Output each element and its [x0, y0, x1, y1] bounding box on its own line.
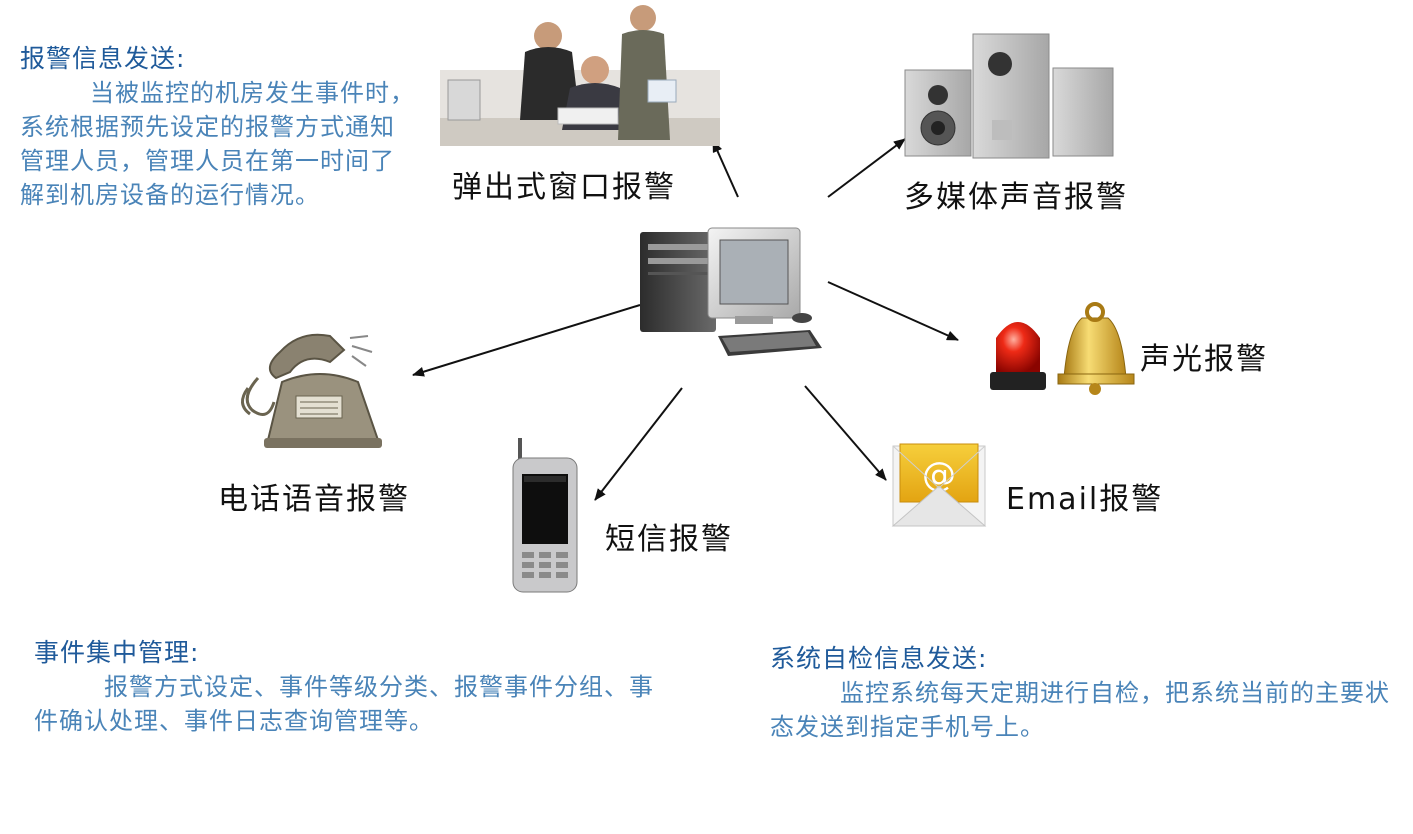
computer-icon	[640, 227, 822, 356]
alarm-info-block: 报警信息发送: 当被监控的机房发生事件时，系统根据预先设定的报警方式通知管理人员…	[20, 42, 415, 212]
arrows	[412, 138, 959, 501]
self-check-block: 系统自检信息发送: 监控系统每天定期进行自检，把系统当前的主要状态发送到指定手机…	[770, 642, 1390, 744]
email-alarm-label: Email报警	[1006, 482, 1164, 517]
arrow-to-multimedia	[827, 138, 906, 198]
event-mgmt-body: 报警方式设定、事件等级分类、报警事件分组、事件确认处理、事件日志查询管理等。	[34, 673, 654, 735]
self-check-title: 系统自检信息发送:	[770, 644, 988, 673]
mobile-phone-icon	[512, 438, 578, 593]
phone-alarm-label: 电话语音报警	[218, 482, 410, 517]
email-envelope-icon: @	[891, 443, 987, 527]
event-mgmt-title: 事件集中管理:	[34, 638, 200, 667]
popup-alarm-label: 弹出式窗口报警	[452, 170, 676, 205]
speakers-icon	[904, 33, 1114, 159]
alarm-info-body: 当被监控的机房发生事件时，系统根据预先设定的报警方式通知管理人员，管理人员在第一…	[20, 79, 415, 209]
arrow-to-popup	[712, 140, 739, 198]
alarm-info-title: 报警信息发送:	[20, 44, 186, 73]
arrow-to-light-sound	[827, 281, 959, 341]
arrow-to-email	[804, 385, 887, 481]
light-sound-alarm-label: 声光报警	[1140, 342, 1268, 377]
multimedia-alarm-label: 多媒体声音报警	[904, 180, 1128, 215]
telephone-icon	[241, 333, 382, 448]
self-check-body: 监控系统每天定期进行自检，把系统当前的主要状态发送到指定手机号上。	[770, 679, 1390, 741]
arrow-to-phone	[412, 304, 641, 377]
event-mgmt-block: 事件集中管理: 报警方式设定、事件等级分类、报警事件分组、事件确认处理、事件日志…	[34, 636, 654, 738]
office-people-icon	[440, 5, 720, 146]
sms-alarm-label: 短信报警	[605, 522, 733, 557]
siren-bell-icon	[990, 302, 1135, 395]
arrow-to-sms	[594, 387, 683, 501]
